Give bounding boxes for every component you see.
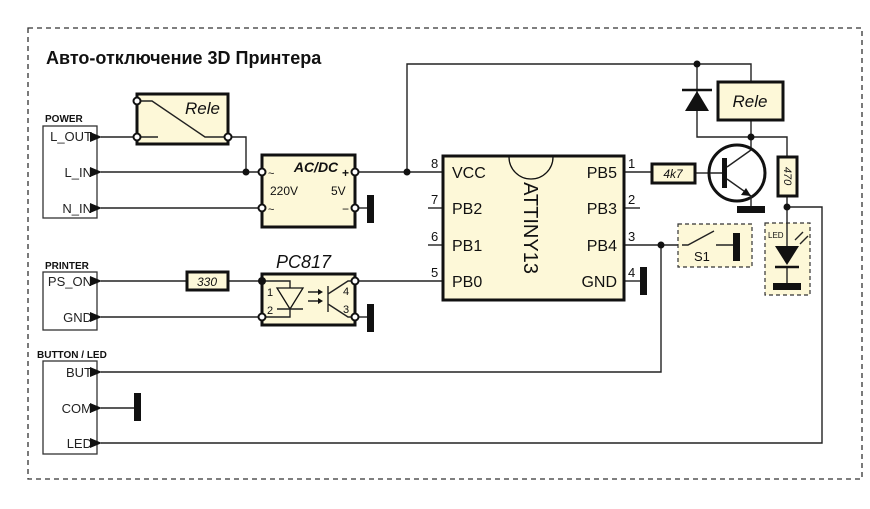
- printer-connector: PRINTER PS_ON GND: [42, 261, 98, 331]
- pin-number: 8: [431, 156, 438, 171]
- pin-led: LED: [67, 436, 92, 451]
- button-switch-s1[interactable]: S1: [677, 223, 753, 268]
- resistor-4k7-label: 4k7: [663, 167, 684, 181]
- pin-number: 7: [431, 192, 438, 207]
- mcu-attiny13: ATTINY13 VCC PB2 PB1 PB0 PB5 PB3 PB4 GND…: [431, 154, 635, 302]
- acdc-input-voltage: 220V: [270, 184, 298, 198]
- acdc-minus: −: [342, 202, 349, 216]
- pin-number: 1: [628, 156, 635, 171]
- pin-pb0: PB0: [452, 274, 482, 291]
- pin-pb3: PB3: [587, 201, 617, 218]
- ground-icon: [367, 195, 374, 223]
- button-led-connector: BUTTON / LED BUT COM LED: [37, 350, 107, 455]
- pin-pb4: PB4: [587, 238, 617, 255]
- pin-pb5: PB5: [587, 165, 617, 182]
- relay-contact-left: Rele: [132, 92, 233, 146]
- optocoupler-label: PC817: [276, 252, 332, 272]
- pin-pb2: PB2: [452, 201, 482, 218]
- ground-icon: [737, 206, 765, 213]
- pin-number: 4: [628, 265, 635, 280]
- acdc-output-voltage: 5V: [331, 184, 346, 198]
- pin-number: 3: [628, 229, 635, 244]
- flyback-diode: [682, 88, 712, 111]
- pin-l-out: L_OUT: [50, 129, 92, 144]
- led-label: LED: [768, 231, 784, 240]
- transistor-npn: [707, 143, 767, 206]
- pin-vcc: VCC: [452, 165, 486, 182]
- relay-left-label: Rele: [185, 99, 220, 118]
- power-connector: POWER L_OUT L_IN N_IN: [42, 114, 98, 219]
- acdc-tilde-1: ~: [268, 168, 274, 180]
- opto-pin-2: 2: [267, 305, 273, 317]
- resistor-470-label: 470: [781, 167, 793, 186]
- resistor-470: 470: [776, 155, 799, 198]
- pin-ps-on: PS_ON: [48, 274, 92, 289]
- switch-label: S1: [694, 249, 710, 264]
- acdc-plus: +: [342, 166, 349, 180]
- mcu-label: ATTINY13: [519, 182, 541, 274]
- acdc-tilde-2: ~: [268, 204, 274, 216]
- pin-but: BUT: [66, 365, 92, 380]
- printer-header: PRINTER: [45, 261, 90, 272]
- pin-number: 5: [431, 265, 438, 280]
- opto-pin-1: 1: [267, 287, 273, 299]
- ground-icon: [640, 267, 647, 295]
- button-led-header: BUTTON / LED: [37, 350, 107, 361]
- opto-pin-3: 3: [343, 304, 349, 316]
- optocoupler-pc817: PC817 1 2 3 4: [257, 252, 360, 327]
- relay-right-label: Rele: [733, 92, 768, 111]
- diagram-border: [27, 27, 863, 480]
- pin-n-in: N_IN: [62, 201, 92, 216]
- status-led: LED: [764, 222, 811, 296]
- pin-pb1: PB1: [452, 238, 482, 255]
- resistor-330: 330: [185, 270, 230, 292]
- pin-gnd: GND: [63, 310, 92, 325]
- power-header: POWER: [45, 114, 84, 125]
- pin-number: 6: [431, 229, 438, 244]
- resistor-330-label: 330: [197, 275, 217, 289]
- pin-gnd-mcu: GND: [581, 274, 617, 291]
- diagram-title: Авто-отключение 3D Принтера: [46, 48, 322, 68]
- acdc-converter: AC/DC 220V 5V ~ ~ + −: [257, 153, 360, 229]
- pin-l-in: L_IN: [65, 165, 92, 180]
- ground-icon: [134, 393, 141, 421]
- relay-coil-right: Rele: [716, 80, 785, 122]
- ground-icon: [367, 304, 374, 332]
- pin-number: 2: [628, 192, 635, 207]
- opto-pin-4: 4: [343, 286, 349, 298]
- pin-com: COM: [62, 401, 92, 416]
- acdc-label: AC/DC: [293, 159, 339, 175]
- resistor-4k7: 4k7: [650, 162, 697, 185]
